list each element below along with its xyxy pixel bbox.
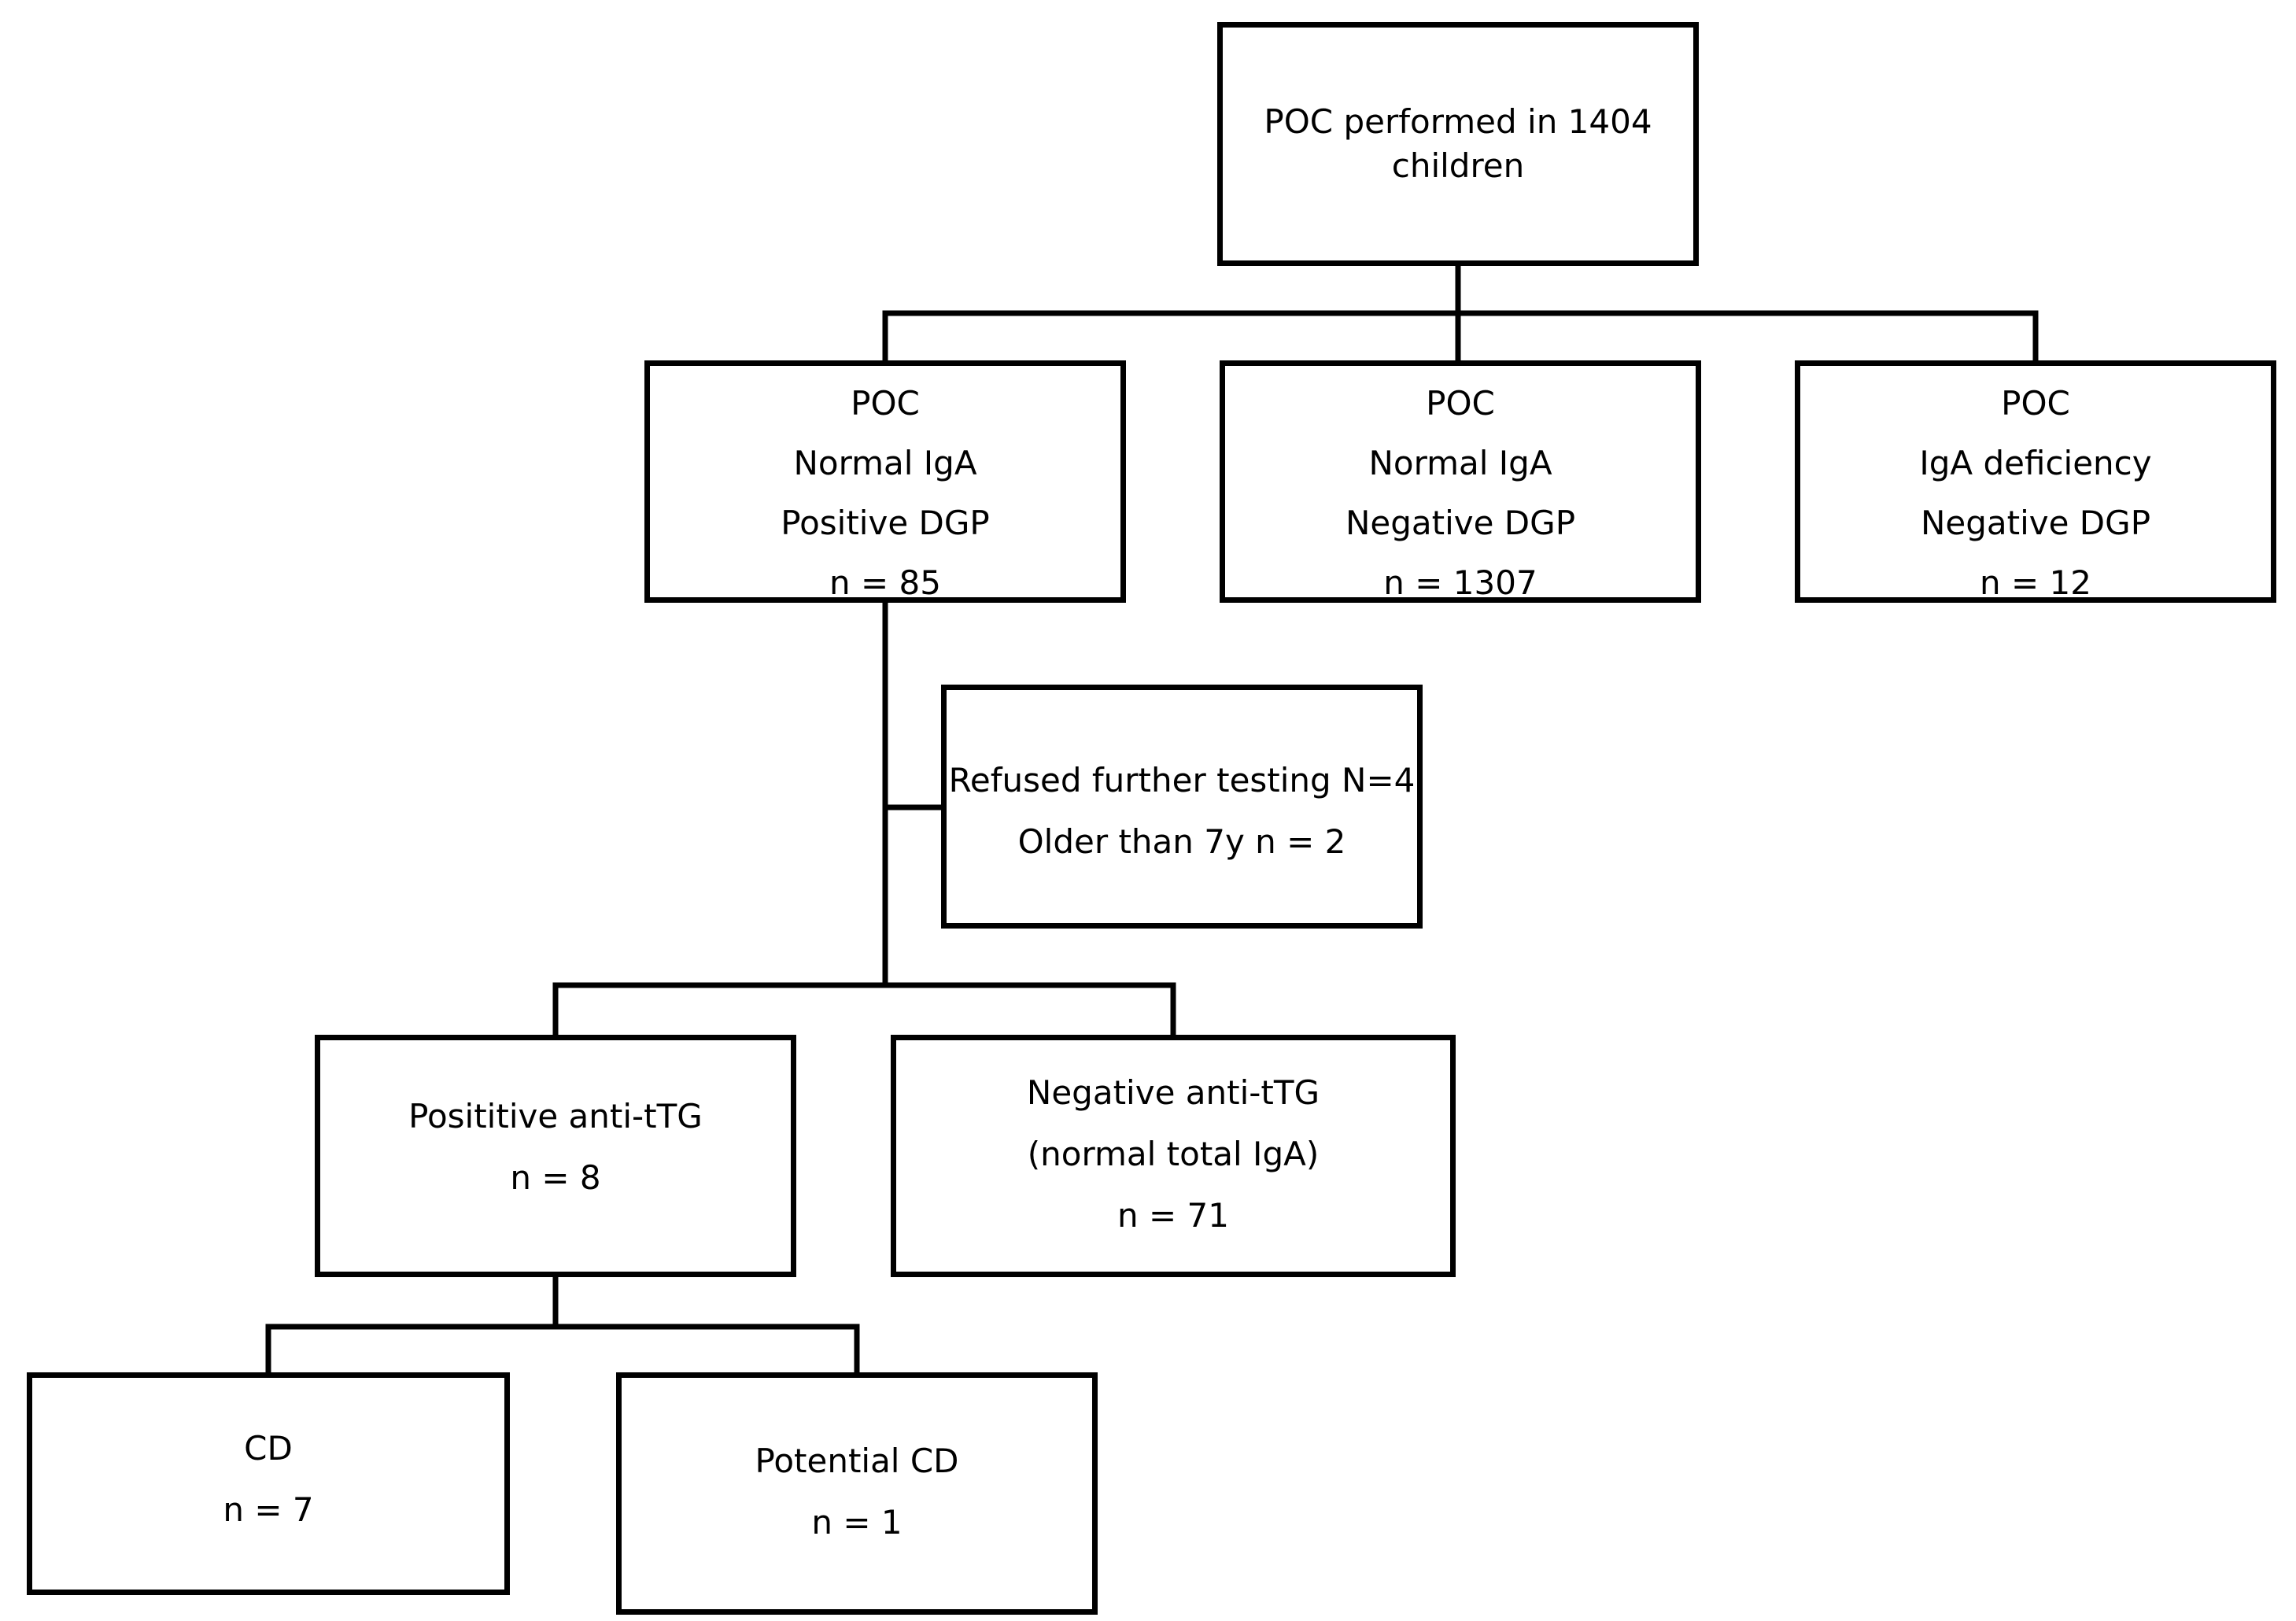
positive-anti-ttg-box: Posititive anti-tTG n = 8 (315, 1035, 796, 1277)
poc-iga-deficiency-box: POC IgA deficiency Negative DGP n = 12 (1795, 360, 2276, 603)
poc-positive-dgp-box: POC Normal IgA Positive DGP n = 85 (644, 360, 1126, 603)
potential-cd-line-2: n = 1 (811, 1503, 903, 1542)
poc-negative-line-2: Normal IgA (1368, 444, 1552, 482)
poc-negative-dgp-box: POC Normal IgA Negative DGP n = 1307 (1220, 360, 1701, 603)
cd-box: CD n = 7 (27, 1372, 510, 1595)
poc-igadef-line-2: IgA deficiency (1919, 444, 2152, 482)
poc-igadef-line-1: POC (2001, 384, 2070, 423)
negative-anti-ttg-box: Negative anti-tTG (normal total IgA) n =… (891, 1035, 1456, 1277)
excluded-box: Refused further testing N=4 Older than 7… (941, 685, 1423, 929)
excluded-line-1: Refused further testing N=4 (948, 761, 1416, 799)
pos-ttg-line-2: n = 8 (510, 1158, 601, 1197)
poc-igadef-line-4: n = 12 (1980, 563, 2091, 602)
poc-positive-line-2: Normal IgA (793, 444, 977, 482)
poc-negative-line-3: Negative DGP (1345, 504, 1576, 542)
root-box: POC performed in 1404 children (1217, 22, 1699, 266)
neg-ttg-line-1: Negative anti-tTG (1026, 1073, 1320, 1112)
poc-negative-line-4: n = 1307 (1383, 563, 1537, 602)
poc-igadef-line-3: Negative DGP (1920, 504, 2151, 542)
neg-ttg-line-2: (normal total IgA) (1027, 1135, 1320, 1173)
root-line-2: children (1391, 146, 1525, 185)
poc-positive-line-4: n = 85 (829, 563, 941, 602)
poc-negative-line-1: POC (1426, 384, 1495, 423)
excluded-line-2: Older than 7y n = 2 (1017, 822, 1346, 861)
root-line-1: POC performed in 1404 (1264, 102, 1652, 141)
potential-cd-line-1: Potential CD (755, 1442, 959, 1480)
poc-positive-line-1: POC (851, 384, 920, 423)
poc-positive-line-3: Positive DGP (781, 504, 990, 542)
neg-ttg-line-3: n = 71 (1117, 1196, 1229, 1235)
potential-cd-box: Potential CD n = 1 (616, 1372, 1098, 1615)
cd-line-2: n = 7 (223, 1490, 314, 1529)
pos-ttg-line-1: Posititive anti-tTG (408, 1097, 703, 1135)
cd-line-1: CD (244, 1428, 293, 1468)
